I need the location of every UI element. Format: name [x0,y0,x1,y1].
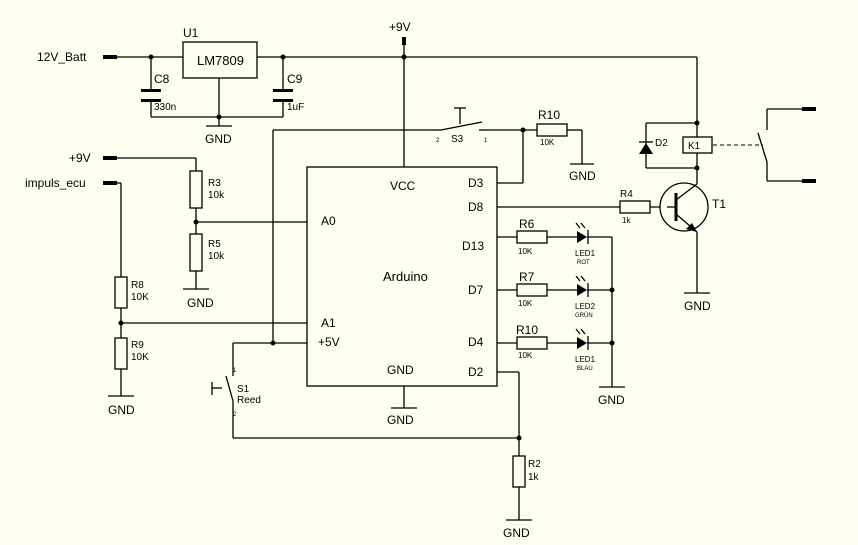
led-blau [575,328,589,350]
led-blau-color: BLAU [577,366,593,372]
led-rot [575,222,589,244]
regulator-u1 [182,41,258,79]
resistor-r2 [512,455,526,488]
ground-symbols [108,125,710,521]
resistor-r5-value: 10k [208,251,225,262]
resistor-r3 [189,170,203,209]
resistor-r10-top-value: 10K [540,138,555,147]
gnd-label-r5: GND [187,296,214,310]
arduino-d2-pin: D2 [468,365,484,379]
resistor-r10-bottom [516,336,548,350]
diode-d2-ref: D2 [655,138,668,149]
gnd-label-leds: GND [598,393,625,407]
transistor-t1-ref: T1 [712,197,726,211]
arduino-a0-pin: A0 [321,214,336,228]
wires [103,37,802,520]
resistor-r4 [619,200,651,214]
led-gruen-color: GRÜN [575,312,593,319]
resistor-r6 [516,230,548,244]
reed-switch-pin1: 1 [233,368,237,374]
arduino-d13-pin: D13 [462,239,484,253]
capacitor-c8-value: 330n [154,102,176,113]
arduino-vcc-pin: VCC [390,179,416,193]
switch-s3-pin1: 1 [484,138,488,144]
impuls-ecu-label: impuls_ecu [25,176,86,190]
net-terminals [103,37,816,185]
resistor-r2-value: 1k [528,472,540,483]
capacitor-c9 [273,89,293,102]
resistor-r5 [189,233,203,272]
capacitor-c8-ref: C8 [154,72,170,86]
gnd-label-r9: GND [108,403,135,417]
arduino-5v-pin: +5V [318,335,340,349]
relay-k1-ref: K1 [688,141,701,152]
reed-switch-s1 [211,372,234,405]
resistor-r6-value: 10K [518,247,533,256]
npn-transistor-t1 [659,182,709,233]
resistor-r9-value: 10K [131,352,149,363]
reed-switch-ref: S1 [237,384,250,395]
reed-switch-pin2: 2 [233,412,237,418]
capacitor-c9-value: 1uF [287,102,304,113]
resistor-r9-ref: R9 [131,340,144,351]
switch-s3-ref: S3 [451,134,464,145]
gnd-label-u1: GND [205,132,232,146]
arduino-name: Arduino [383,269,428,284]
resistor-r5-ref: R5 [208,239,221,250]
plus9v-left-label: +9V [69,151,91,165]
batt-label: 12V_Batt [37,50,87,64]
arduino-d8-pin: D8 [468,200,484,214]
reed-switch-desc: Reed [237,395,261,406]
regulator-part: LM7809 [197,53,244,68]
arduino-d4-pin: D4 [468,335,484,349]
switch-s3-pin2: 2 [436,138,440,144]
capacitor-c9-ref: C9 [287,72,303,86]
resistor-r8-ref: R8 [131,280,144,291]
led-gruen-ref: LED2 [575,302,596,311]
arduino-gnd-pin: GND [387,363,414,377]
resistor-r7-ref: R7 [519,270,535,284]
junction-dots [118,54,700,441]
resistor-r2-ref: R2 [528,459,541,470]
capacitor-c8 [141,89,161,102]
resistor-r7-value: 10K [518,299,533,308]
resistor-r7 [516,283,548,297]
resistor-r8 [114,276,128,309]
resistor-r10-top [536,123,568,137]
led-blau-ref: LED1 [575,355,596,364]
led-gruen [575,275,589,297]
arduino-d7-pin: D7 [468,283,484,297]
resistor-r10-top-ref: R10 [538,108,560,122]
arduino-a1-pin: A1 [321,316,336,330]
resistor-r9 [114,337,128,370]
resistor-r4-ref: R4 [620,189,633,200]
resistor-r6-ref: R6 [519,217,535,231]
relay-k1-coil [682,136,713,154]
resistor-r10-bottom-ref: R10 [516,323,538,337]
gnd-label-t1: GND [684,299,711,313]
gnd-label-r10: GND [569,169,596,183]
arduino-d3-pin: D3 [468,176,484,190]
resistor-r10-bottom-value: 10K [518,351,533,360]
arduino-board [306,166,498,387]
gnd-label-r2: GND [503,526,530,540]
led-rot-color: ROT [577,260,590,266]
resistor-r3-value: 10k [208,190,225,201]
flyback-diode-d2 [639,141,653,154]
resistor-r3-ref: R3 [208,178,221,189]
switch-s3 [433,107,487,131]
gnd-label-arduino: GND [387,413,414,427]
led-rot-ref: LED1 [575,249,596,258]
resistor-r4-value: 1k [622,216,631,225]
plus9v-top-label: +9V [389,20,411,34]
regulator-ref: U1 [183,26,199,40]
resistor-r8-value: 10K [131,292,149,303]
